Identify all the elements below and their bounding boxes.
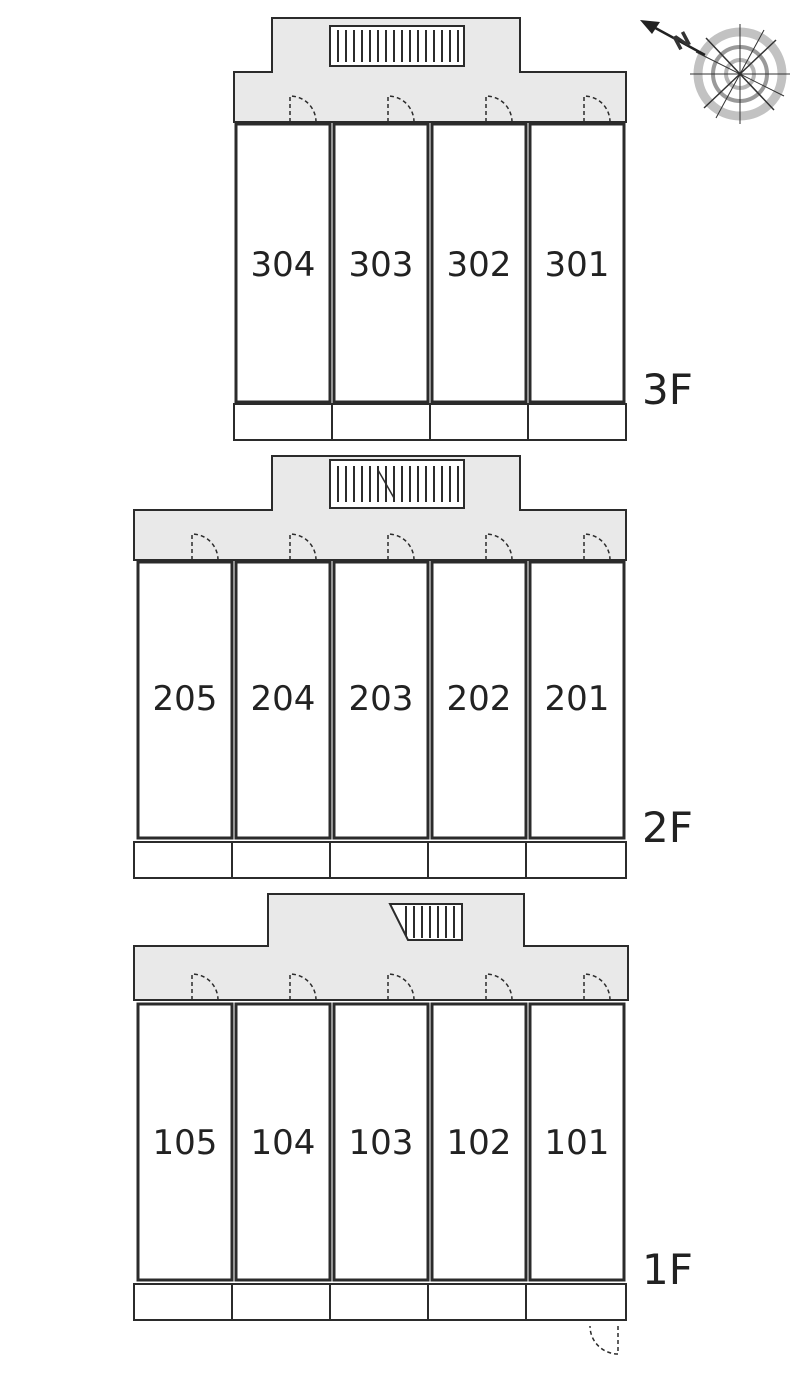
room-label: 101 xyxy=(545,1123,610,1163)
compass-rose-icon xyxy=(690,24,790,124)
room-box-303 xyxy=(332,122,430,404)
room-box-304 xyxy=(234,122,332,404)
room-box-202 xyxy=(430,560,528,840)
corridor-1f xyxy=(133,893,629,1001)
room-label: 303 xyxy=(349,245,414,285)
staircase-3f xyxy=(329,25,465,67)
room-label: 204 xyxy=(251,679,316,719)
floor-3f: 304 303 302 301 3F xyxy=(233,17,693,441)
room-label: 202 xyxy=(447,679,512,719)
room-box-302 xyxy=(430,122,528,404)
north-label: N xyxy=(669,26,695,55)
floor-label-2f: 2F xyxy=(642,803,693,852)
room-label: 103 xyxy=(349,1123,414,1163)
room-box-101 xyxy=(528,1002,626,1282)
room-label: 102 xyxy=(447,1123,512,1163)
room-label: 201 xyxy=(545,679,610,719)
floor-label-1f: 1F xyxy=(642,1245,693,1294)
north-arrow-icon xyxy=(640,20,706,57)
room-box-103 xyxy=(332,1002,430,1282)
room-box-104 xyxy=(234,1002,332,1282)
floor-2f: 205 204 203 202 201 2F xyxy=(133,455,693,879)
room-box-201 xyxy=(528,560,626,840)
balconies-1f xyxy=(133,1283,627,1321)
staircase-1f xyxy=(388,903,463,941)
room-box-204 xyxy=(234,560,332,840)
room-label: 104 xyxy=(251,1123,316,1163)
floor-label-3f: 3F xyxy=(642,365,693,414)
staircase-2f xyxy=(329,459,465,509)
doors-3f xyxy=(289,95,611,123)
room-box-105 xyxy=(136,1002,234,1282)
room-label: 302 xyxy=(447,245,512,285)
balconies-2f xyxy=(133,841,627,879)
room-box-301 xyxy=(528,122,626,404)
room-label: 203 xyxy=(349,679,414,719)
room-box-203 xyxy=(332,560,430,840)
doors-1f xyxy=(191,973,619,1355)
floor-1f: 105 104 103 102 101 1F xyxy=(133,893,693,1355)
room-box-205 xyxy=(136,560,234,840)
room-label: 304 xyxy=(251,245,316,285)
doors-2f xyxy=(191,533,611,561)
room-label: 205 xyxy=(153,679,218,719)
room-label: 105 xyxy=(153,1123,218,1163)
room-box-102 xyxy=(430,1002,528,1282)
room-label: 301 xyxy=(545,245,610,285)
compass: N xyxy=(640,20,790,124)
balconies-3f xyxy=(233,403,627,441)
